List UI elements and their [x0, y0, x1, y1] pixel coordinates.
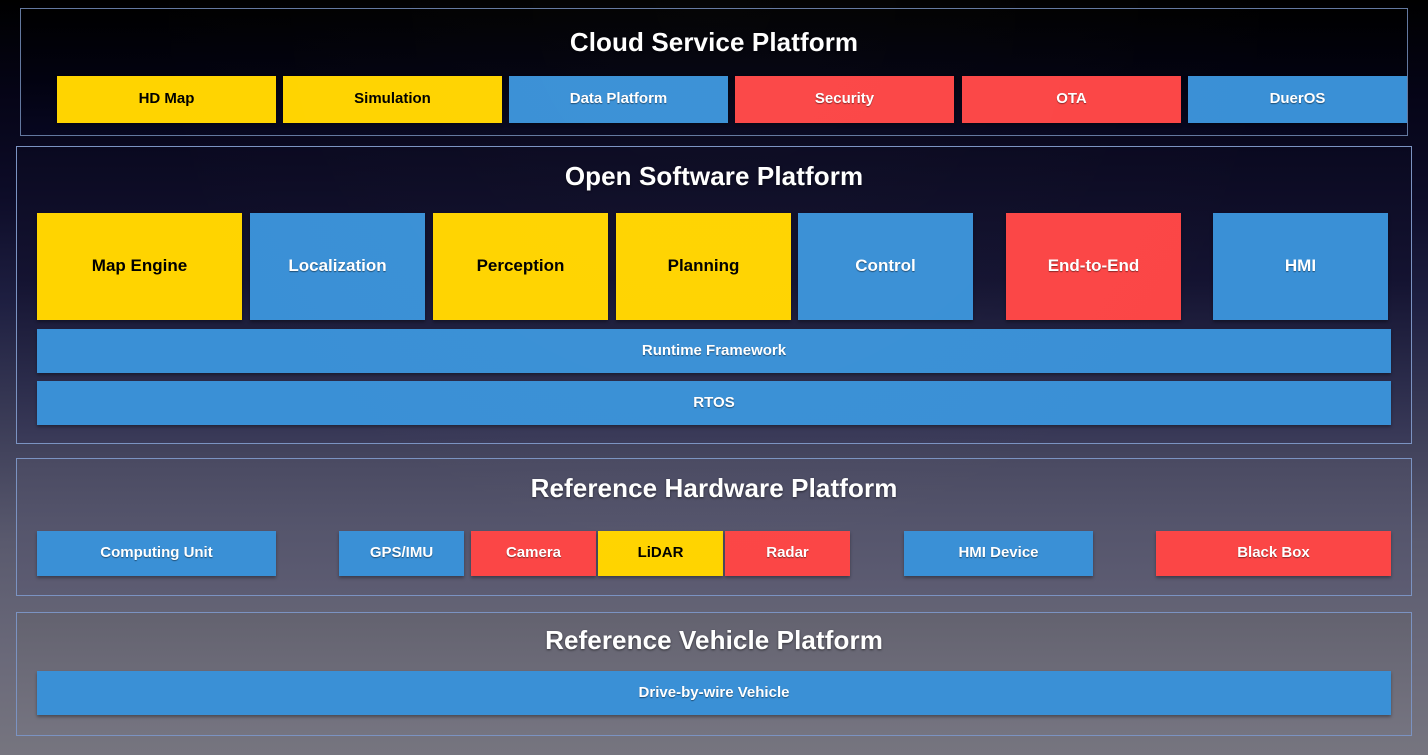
module-computing-unit[interactable]: Computing Unit [37, 531, 276, 576]
module-drive-by-wire-vehicle[interactable]: Drive-by-wire Vehicle [37, 671, 1391, 715]
module-simulation[interactable]: Simulation [283, 76, 502, 123]
module-label: Perception [476, 256, 565, 276]
module-label: Map Engine [91, 256, 188, 276]
module-dueros[interactable]: DuerOS [1188, 76, 1407, 123]
module-hmi-device[interactable]: HMI Device [904, 531, 1093, 576]
module-label: HD Map [138, 90, 195, 108]
panel-reference-vehicle-platform: Reference Vehicle Platform Drive-by-wire… [16, 612, 1412, 736]
module-black-box[interactable]: Black Box [1156, 531, 1391, 576]
module-label: Localization [288, 256, 387, 276]
module-runtime-framework[interactable]: Runtime Framework [37, 329, 1391, 373]
module-label: DuerOS [1269, 90, 1326, 108]
panel-title-open-software-platform: Open Software Platform [564, 161, 864, 191]
module-hmi[interactable]: HMI [1213, 213, 1388, 320]
module-end-to-end[interactable]: End-to-End [1006, 213, 1181, 320]
module-security[interactable]: Security [735, 76, 954, 123]
module-lidar[interactable]: LiDAR [598, 531, 723, 576]
module-localization[interactable]: Localization [250, 213, 425, 320]
module-label: Control [855, 256, 916, 276]
panel-title-reference-vehicle-platform: Reference Vehicle Platform [545, 625, 883, 655]
module-label: Radar [766, 544, 809, 562]
module-planning[interactable]: Planning [616, 213, 791, 320]
panel-title-cloud-service-platform: Cloud Service Platform [569, 27, 859, 57]
panel-open-software-platform: Open Software Platform Map Engine Locali… [16, 146, 1412, 444]
module-control[interactable]: Control [798, 213, 973, 320]
module-label: Black Box [1237, 544, 1310, 562]
module-label: Runtime Framework [641, 341, 787, 359]
module-radar[interactable]: Radar [725, 531, 850, 576]
module-label: Planning [667, 256, 740, 276]
module-label: RTOS [693, 393, 735, 411]
module-label: Simulation [354, 90, 431, 108]
module-map-engine[interactable]: Map Engine [37, 213, 242, 320]
module-label: Computing Unit [100, 544, 213, 562]
module-label: End-to-End [1047, 256, 1140, 276]
module-label: Data Platform [569, 90, 668, 108]
module-label: GPS/IMU [369, 544, 434, 562]
panel-reference-hardware-platform: Reference Hardware Platform Computing Un… [16, 458, 1412, 596]
module-gps-imu[interactable]: GPS/IMU [339, 531, 464, 576]
module-label: HMI [1284, 256, 1317, 276]
module-label: LiDAR [637, 544, 684, 562]
module-hd-map[interactable]: HD Map [57, 76, 276, 123]
module-rtos[interactable]: RTOS [37, 381, 1391, 425]
module-label: Camera [505, 544, 562, 562]
module-camera[interactable]: Camera [471, 531, 596, 576]
panel-title-reference-hardware-platform: Reference Hardware Platform [530, 473, 898, 503]
module-label: OTA [1056, 90, 1087, 108]
module-label: Security [814, 90, 875, 108]
module-data-platform[interactable]: Data Platform [509, 76, 728, 123]
panel-cloud-service-platform: Cloud Service Platform HD Map Simulation… [20, 8, 1408, 136]
module-label: Drive-by-wire Vehicle [638, 683, 790, 701]
module-perception[interactable]: Perception [433, 213, 608, 320]
module-ota[interactable]: OTA [962, 76, 1181, 123]
module-label: HMI Device [958, 544, 1039, 562]
